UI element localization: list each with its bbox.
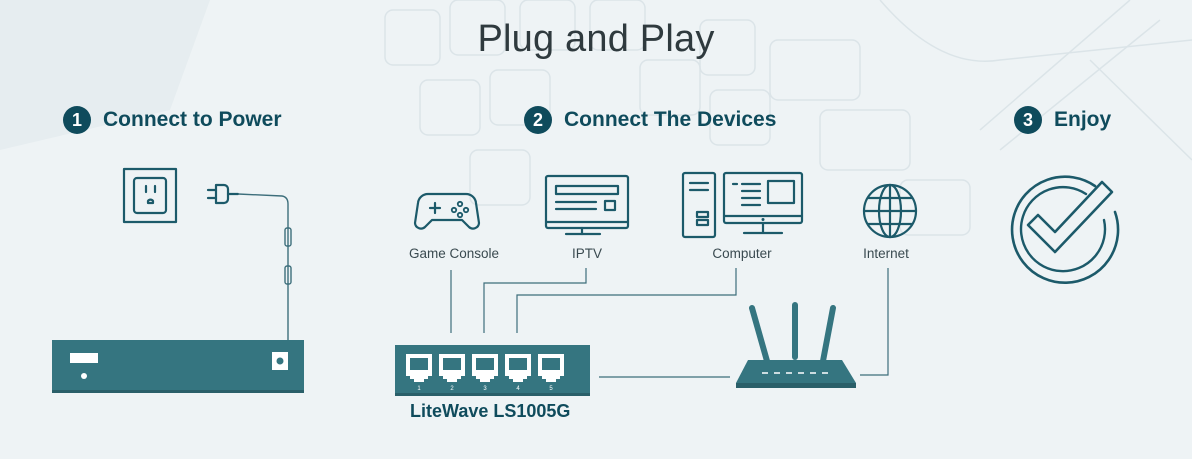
game-console-icon — [413, 192, 481, 230]
step-number-badge: 1 — [63, 106, 91, 134]
internet-label: Internet — [863, 246, 909, 261]
switch-front-view: 1 2 3 4 5 — [395, 345, 590, 396]
port-number: 5 — [549, 386, 553, 392]
ethernet-port-socket — [509, 358, 527, 370]
port-number: 1 — [417, 386, 421, 392]
ethernet-port-socket — [476, 358, 494, 370]
wall-outlet-icon — [122, 167, 178, 224]
ethernet-port-socket — [542, 358, 560, 370]
step-connect-devices: 2 Connect The Devices — [524, 106, 776, 134]
internet-globe-icon — [862, 183, 918, 239]
power-cord — [237, 193, 289, 340]
check-circle-icon — [1010, 175, 1120, 285]
power-plug-icon — [206, 183, 240, 205]
computer-icon — [681, 171, 804, 239]
step-enjoy: 3 Enjoy — [1014, 106, 1111, 134]
router-icon — [736, 302, 856, 388]
iptv-icon — [544, 174, 630, 236]
ethernet-port-socket — [443, 358, 461, 370]
port-number: 2 — [450, 386, 454, 392]
step-number-badge: 2 — [524, 106, 552, 134]
cord-clip — [284, 227, 292, 247]
product-name: LiteWave LS1005G — [410, 401, 571, 421]
ethernet-port-socket — [410, 358, 428, 370]
switch-rear-view — [52, 340, 304, 393]
step-label: Connect The Devices — [564, 108, 777, 131]
cord-clip — [284, 265, 292, 285]
game-console-label: Game Console — [408, 246, 500, 261]
port-number: 4 — [516, 386, 520, 392]
step-label: Enjoy — [1054, 108, 1112, 131]
port-number: 3 — [483, 386, 487, 392]
step-label: Connect to Power — [103, 108, 282, 131]
step-connect-power: 1 Connect to Power — [63, 106, 282, 134]
iptv-label: IPTV — [571, 246, 603, 261]
switch-ports: 1 2 3 4 5 — [406, 354, 564, 392]
step-number-badge: 3 — [1014, 106, 1042, 134]
ethernet-cables — [450, 268, 889, 378]
page-title: Plug and Play — [477, 18, 715, 60]
computer-label: Computer — [712, 246, 772, 261]
